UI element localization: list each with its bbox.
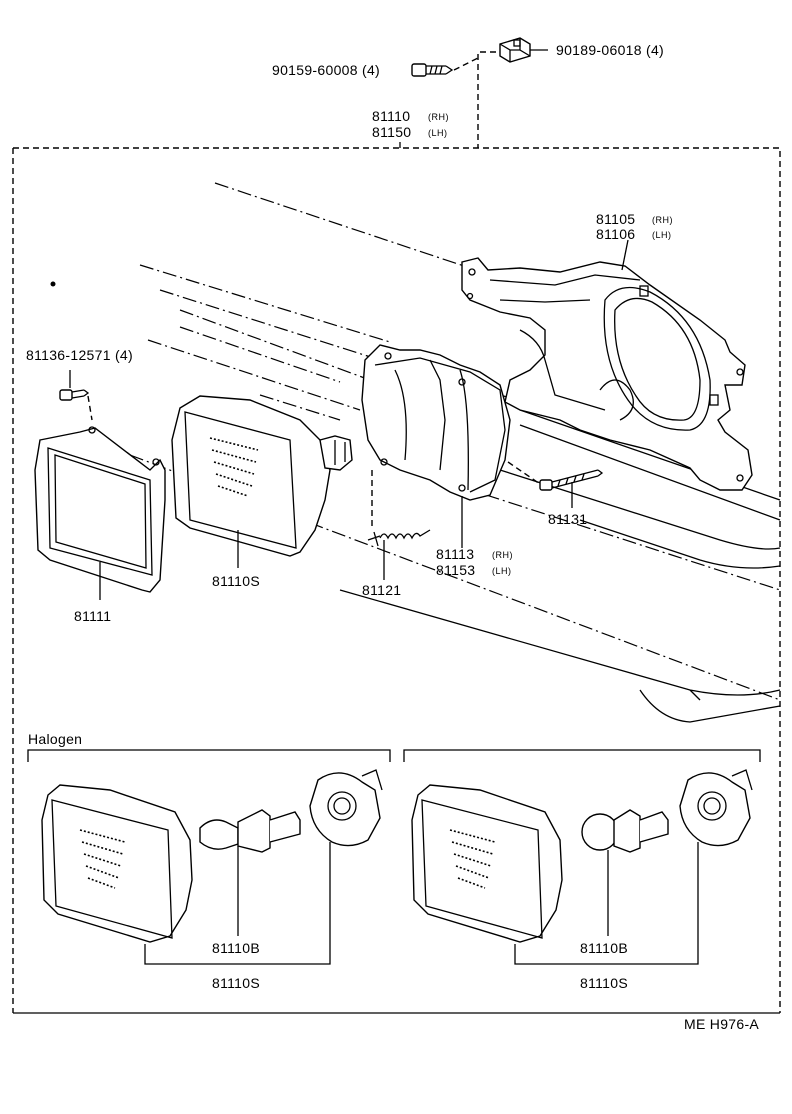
halogen-bracket-right	[403, 749, 761, 762]
headlamp-housing	[361, 344, 511, 501]
label-81105: 81105	[596, 211, 635, 227]
diagram-ref-code: ME H976-A	[684, 1016, 759, 1032]
headlamp-bezel	[34, 426, 166, 593]
halogen-bulb-left	[199, 809, 301, 853]
label-81150-side: (LH)	[428, 128, 448, 138]
label-81110B-left: 81110B	[212, 940, 260, 956]
label-81106: 81106	[596, 226, 635, 242]
label-81113-side: (RH)	[492, 550, 513, 560]
label-81153: 81153	[436, 562, 475, 578]
label-90189-06018: 90189-06018 (4)	[556, 42, 664, 58]
screw-90159-icon	[411, 63, 454, 77]
label-81111: 81111	[74, 608, 111, 624]
spring-81121-icon	[367, 529, 431, 547]
leader-81136-dashed	[87, 395, 93, 421]
halogen-bulb-right	[581, 809, 669, 853]
nut-90189-icon	[499, 37, 531, 63]
label-81136-12571: 81136-12571 (4)	[26, 347, 133, 363]
leader-81110S-right	[514, 842, 699, 965]
label-81106-side: (LH)	[652, 230, 672, 240]
label-81110B-right: 81110B	[580, 940, 628, 956]
bulb-socket-left	[309, 769, 383, 847]
leader-bracket	[621, 239, 629, 271]
screw-81131-icon	[539, 469, 604, 491]
bulb-socket-right	[679, 769, 753, 847]
label-81110-side: (RH)	[428, 112, 449, 122]
label-halogen: Halogen	[28, 731, 82, 747]
leader-81131-dashed	[507, 461, 541, 485]
label-81121: 81121	[362, 582, 401, 598]
screw-81136-icon	[59, 389, 90, 401]
label-81110S-right: 81110S	[580, 975, 628, 991]
leader-screw-top	[453, 57, 479, 71]
leader-81110S-left	[144, 842, 331, 965]
halogen-lamp-left	[41, 784, 193, 943]
label-81131: 81131	[548, 511, 587, 527]
label-81110S-left: 81110S	[212, 975, 260, 991]
halogen-lamp-right	[411, 784, 563, 943]
label-81113: 81113	[436, 546, 474, 562]
label-81150: 81150	[372, 124, 411, 140]
sealed-beam-unit	[171, 395, 353, 557]
assembly-dashed-frame	[12, 147, 781, 1013]
label-90159-60008: 90159-60008 (4)	[272, 62, 380, 78]
headlamp-mounting-bracket	[461, 257, 753, 491]
label-81110: 81110	[372, 108, 410, 124]
label-81153-side: (LH)	[492, 566, 512, 576]
halogen-bracket-left	[27, 749, 391, 762]
label-81110S-top: 81110S	[212, 573, 260, 589]
label-81105-side: (RH)	[652, 215, 673, 225]
